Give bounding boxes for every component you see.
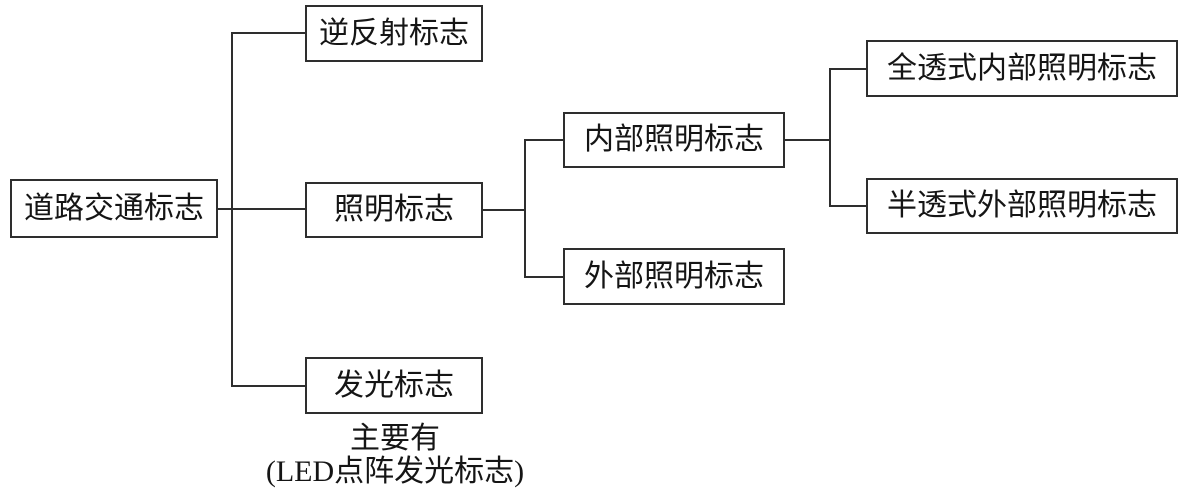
- node-illuminated-signs: 照明标志: [305, 182, 483, 238]
- luminous-signs-caption: 主要有 (LED点阵发光标志): [230, 422, 560, 488]
- caption-line-1: 主要有: [350, 422, 440, 455]
- connector-level3-bracket: [524, 139, 563, 278]
- node-externally-illuminated-signs: 外部照明标志: [563, 248, 785, 305]
- node-road-traffic-signs: 道路交通标志: [10, 179, 218, 238]
- connector-level4-bracket: [829, 68, 866, 207]
- node-luminous-signs: 发光标志: [305, 357, 483, 414]
- node-fully-transmissive-internal-signs: 全透式内部照明标志: [866, 40, 1178, 97]
- connector-level2-bracket: [231, 32, 305, 387]
- node-semi-transmissive-external-signs: 半透式外部照明标志: [866, 178, 1178, 234]
- caption-line-2: (LED点阵发光标志): [265, 455, 525, 488]
- node-internally-illuminated-signs: 内部照明标志: [563, 112, 785, 168]
- node-retroreflective-signs: 逆反射标志: [305, 5, 483, 62]
